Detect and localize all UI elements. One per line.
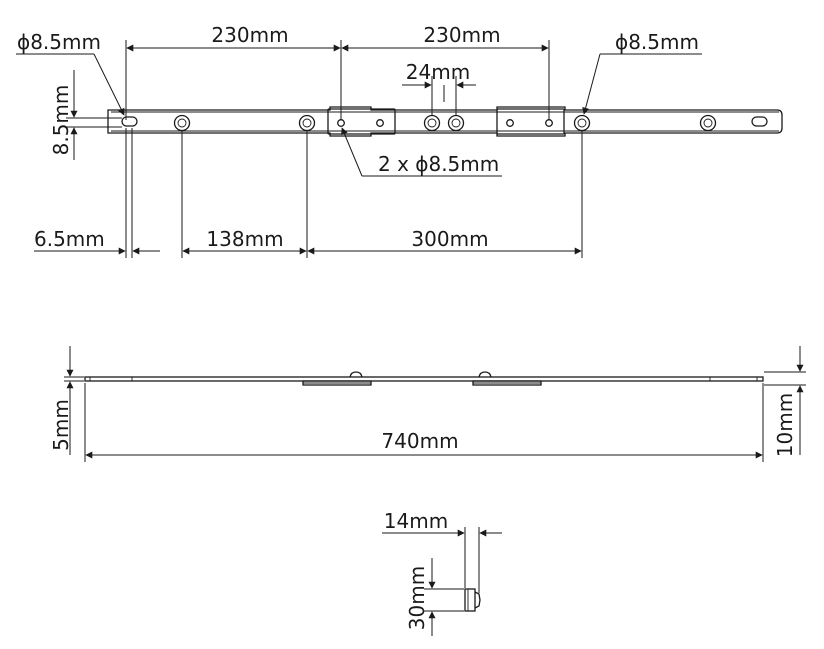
mount-hole xyxy=(447,114,465,132)
mount-hole xyxy=(573,114,591,132)
bracket-hole xyxy=(545,119,553,127)
mount-hole xyxy=(423,114,441,132)
top-view: 230mm 230mm ϕ8.5mm ϕ8.5mm 24mm 8.5mm 2 x… xyxy=(16,23,783,258)
dim-label-spacing-small: 138mm xyxy=(206,227,283,251)
dim-label-edge-offset: 6.5mm xyxy=(34,227,105,251)
dim-label-center-gap: 24mm xyxy=(406,60,470,84)
bracket-nub xyxy=(349,371,363,378)
bracket-plate-left xyxy=(327,108,396,135)
mount-hole xyxy=(298,114,316,132)
bracket-hole xyxy=(506,119,514,127)
dim-label-height: 8.5mm xyxy=(49,85,73,156)
dim-label-end-width: 14mm xyxy=(384,509,448,533)
dim-label-hole-left: ϕ8.5mm xyxy=(17,30,101,54)
bracket-nub xyxy=(478,371,492,378)
end-view: 14mm 30mm xyxy=(382,509,502,636)
side-view: 5mm 10mm 740mm xyxy=(49,346,806,462)
dim-label-hole-right: ϕ8.5mm xyxy=(615,30,699,54)
dim-label-spacing-large: 300mm xyxy=(411,227,488,251)
bracket-hole xyxy=(376,119,384,127)
slot-left xyxy=(121,116,138,127)
dim-label-span-a: 230mm xyxy=(211,23,288,47)
slot-right xyxy=(751,116,768,127)
mount-hole xyxy=(173,114,191,132)
rail-outline xyxy=(107,106,783,137)
mount-hole xyxy=(699,114,717,132)
dim-label-span-b: 230mm xyxy=(423,23,500,47)
bracket-hole xyxy=(337,119,345,127)
end-profile-body xyxy=(464,588,476,612)
rail-side-profile xyxy=(84,376,764,382)
end-profile-cap xyxy=(474,591,481,609)
dim-label-length: 740mm xyxy=(381,429,458,453)
dim-label-end-height: 30mm xyxy=(405,566,429,630)
dim-label-bracket-holes: 2 x ϕ8.5mm xyxy=(378,152,499,176)
dim-label-thickness-left: 5mm xyxy=(49,399,73,451)
dim-label-thickness-right: 10mm xyxy=(773,393,797,457)
bracket-plate-right xyxy=(496,108,565,135)
